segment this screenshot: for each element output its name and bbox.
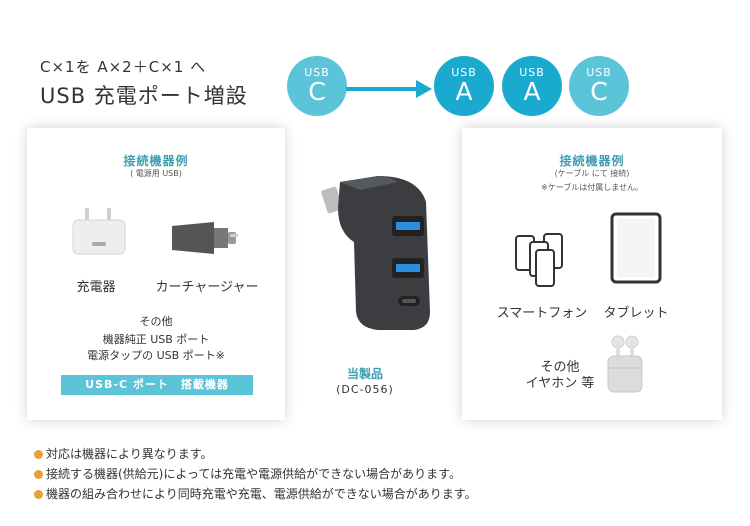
smartphones-icon bbox=[515, 233, 563, 287]
left-panel-title: 接続機器例 bbox=[123, 154, 189, 168]
right-panel-pointer bbox=[444, 250, 464, 276]
car-charger-label: カーチャージャー bbox=[155, 280, 259, 295]
note-text: 対応は機器により異なります。 bbox=[46, 447, 213, 461]
note-text: 接続する機器(供給元)によっては充電や電源供給ができない場合があります。 bbox=[46, 467, 461, 481]
left-other-line1: 機器純正 USB ポート bbox=[102, 333, 210, 346]
headline-line2: USB 充電ポート増設 bbox=[40, 84, 248, 108]
bullet-dot-icon bbox=[34, 469, 43, 479]
headline-line1: C×1を A×2＋C×1 へ bbox=[40, 58, 207, 76]
usb-c-input-circle: USB C bbox=[287, 56, 347, 116]
left-device-panel: 接続機器例 ( 電源用 USB) 充電器 カーチャージャー その他 機器純正 U… bbox=[27, 128, 285, 420]
note-item: 接続する機器(供給元)によっては充電や電源供給ができない場合があります。 bbox=[34, 464, 477, 484]
note-item: 機器の組み合わせにより同時充電や充電、電源供給ができない場合があります。 bbox=[34, 484, 477, 504]
bullet-dot-icon bbox=[34, 449, 43, 459]
right-panel-subtitle: (ケーブル にて 接続) bbox=[554, 169, 630, 178]
right-panel-note: ※ケーブルは付属しません。 bbox=[541, 183, 643, 192]
left-panel-subtitle: ( 電源用 USB) bbox=[130, 169, 182, 178]
usb-c-badge: USB-C ポート 搭載機器 bbox=[61, 375, 253, 395]
earbuds-case-icon bbox=[607, 335, 643, 393]
tablet-label: タブレット bbox=[603, 306, 669, 321]
right-panel-title: 接続機器例 bbox=[559, 154, 625, 168]
car-charger-icon bbox=[172, 222, 238, 254]
circle-top-label: USB bbox=[586, 66, 612, 79]
notes-list: 対応は機器により異なります。 接続する機器(供給元)によっては充電や電源供給がで… bbox=[34, 444, 477, 504]
smartphone-label: スマートフォン bbox=[496, 306, 588, 321]
arrow-right-icon bbox=[346, 80, 432, 98]
circle-big-label: A bbox=[523, 77, 541, 106]
circle-big-label: A bbox=[455, 77, 473, 106]
circle-big-label: C bbox=[590, 77, 608, 106]
product-code: (DC-056) bbox=[336, 383, 394, 396]
right-other-line2: イヤホン 等 bbox=[525, 376, 595, 391]
tablet-icon bbox=[610, 212, 662, 284]
usb-hub-product-image bbox=[321, 176, 430, 330]
right-device-panel: 接続機器例 (ケーブル にて 接続) ※ケーブルは付属しません。 スマートフォン… bbox=[462, 128, 722, 420]
circle-big-label: C bbox=[308, 77, 326, 106]
usb-a-circle-1: USB A bbox=[434, 56, 494, 116]
left-other-title: その他 bbox=[139, 315, 173, 328]
charger-label: 充電器 bbox=[76, 280, 116, 295]
usb-a-circle-2: USB A bbox=[502, 56, 562, 116]
note-text: 機器の組み合わせにより同時充電や充電、電源供給ができない場合があります。 bbox=[46, 487, 477, 501]
circle-top-label: USB bbox=[304, 66, 330, 79]
circle-top-label: USB bbox=[519, 66, 545, 79]
product-label: 当製品 bbox=[346, 367, 383, 381]
right-other-line1: その他 bbox=[540, 360, 580, 375]
left-panel-pointer bbox=[283, 178, 303, 204]
usb-c-output-circle: USB C bbox=[569, 56, 629, 116]
left-other-line2: 電源タップの USB ポート※ bbox=[87, 349, 225, 362]
wall-charger-icon bbox=[72, 208, 126, 255]
note-item: 対応は機器により異なります。 bbox=[34, 444, 477, 464]
bullet-dot-icon bbox=[34, 489, 43, 499]
circle-top-label: USB bbox=[451, 66, 477, 79]
